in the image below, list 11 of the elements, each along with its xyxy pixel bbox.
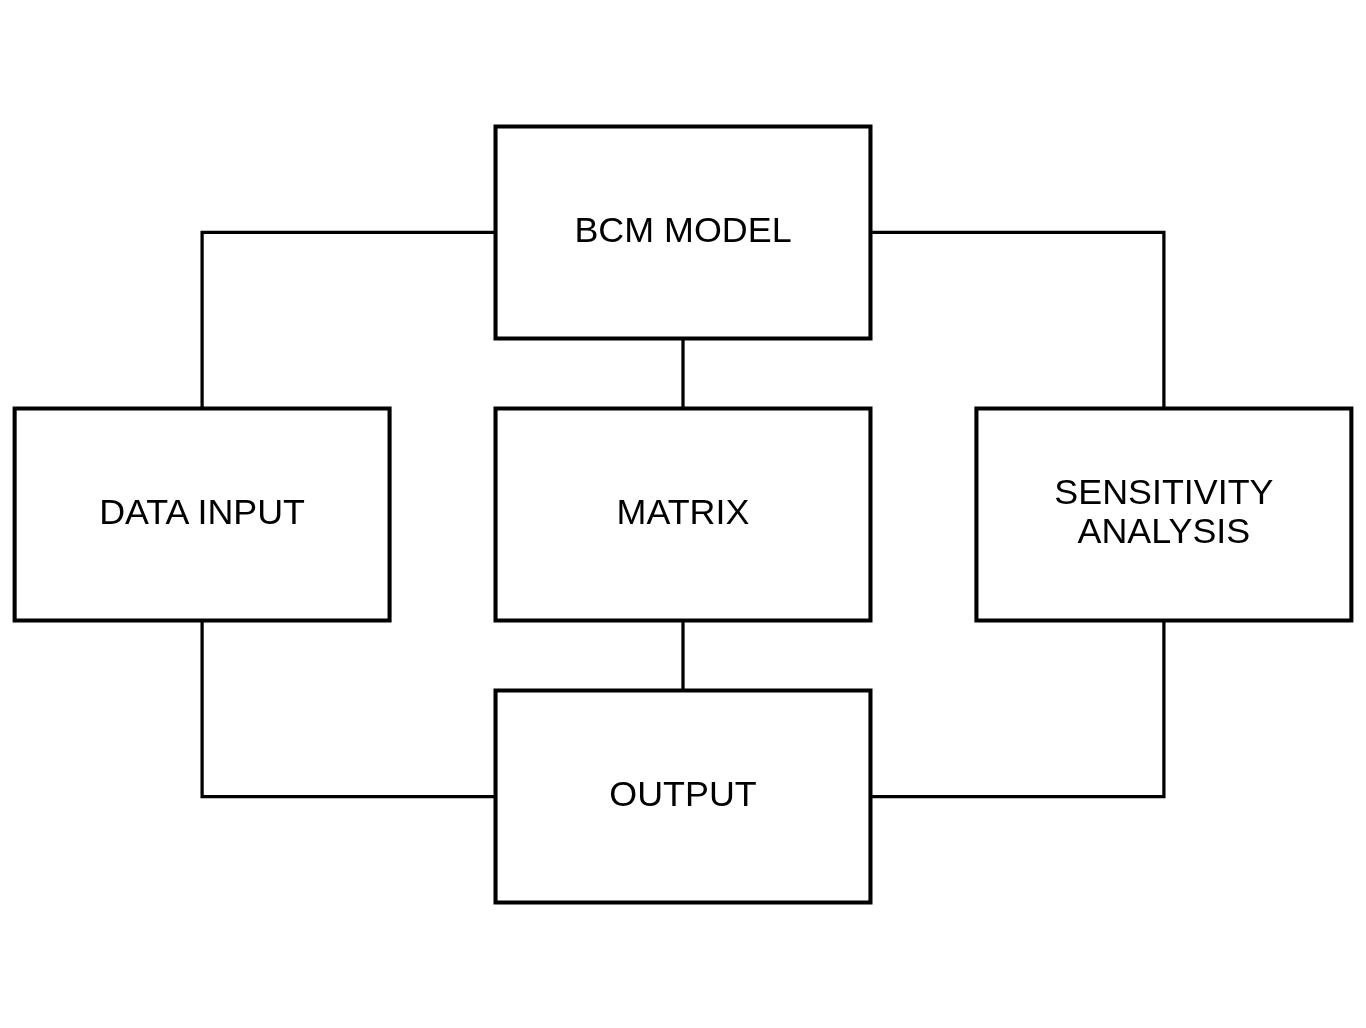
connector [200, 620, 495, 798]
node-box: MATRIX [493, 406, 873, 622]
connector [871, 620, 1166, 798]
node-box: SENSITIVITY ANALYSIS [974, 406, 1354, 622]
node-box: BCM MODEL [493, 123, 873, 340]
node-box: OUTPUT [493, 688, 873, 904]
node-box: DATA INPUT [12, 406, 392, 622]
connector [681, 338, 685, 408]
connector [681, 620, 685, 690]
connector [871, 230, 1166, 408]
connector [200, 230, 495, 408]
